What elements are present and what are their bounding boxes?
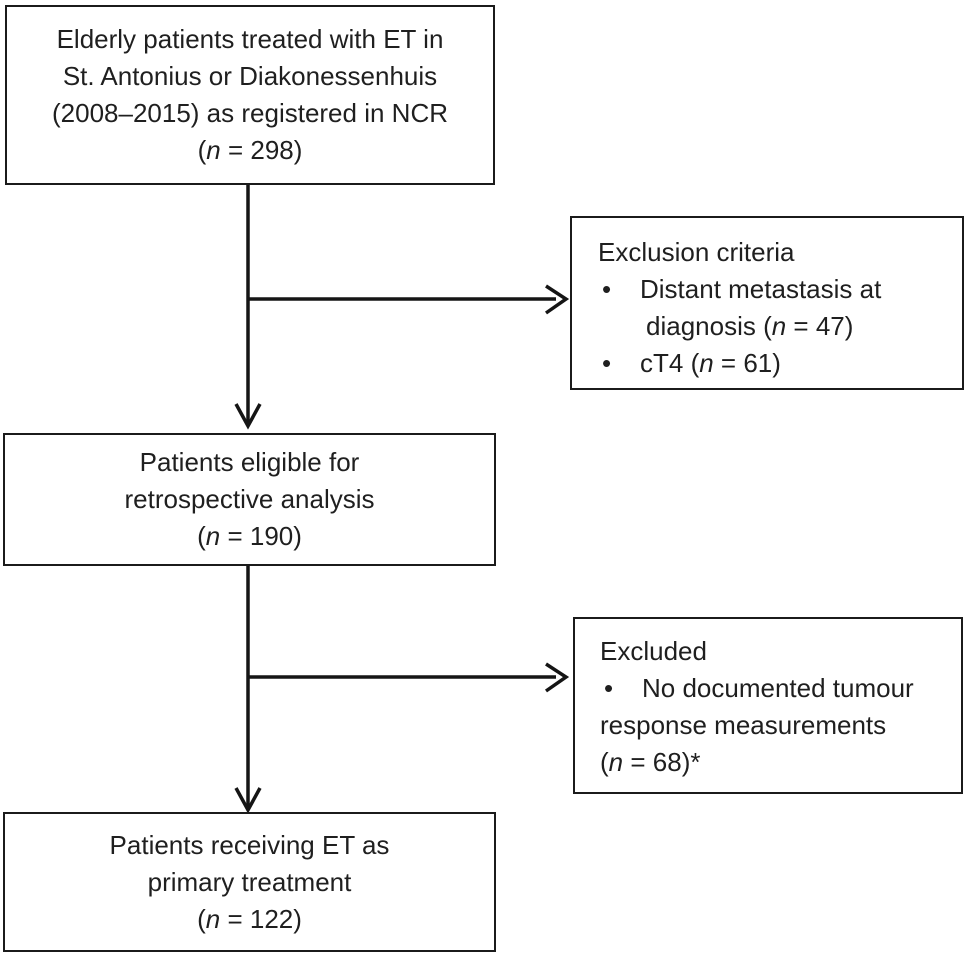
count-open: ( xyxy=(197,521,206,551)
arrowhead-right-exclusion2 xyxy=(544,662,570,693)
exclusion-item-metastasis: • Distant metastasis at xyxy=(598,271,954,308)
arrowhead-down-eligible-to-final xyxy=(234,787,262,814)
final-line-1: Patients receiving ET as xyxy=(109,829,390,860)
exclusion-item-metastasis-text: Distant metastasis at xyxy=(640,274,882,304)
count-n-symbol: n xyxy=(771,311,787,341)
count-n-symbol: n xyxy=(205,521,221,551)
excluded-item-text-line-1: No documented tumour xyxy=(642,673,914,703)
box-initial-cohort: Elderly patients treated with ET in St. … xyxy=(5,5,495,185)
exclusion-item-ct4-text: cT4 (n = 61) xyxy=(640,348,781,378)
count-n-symbol: n xyxy=(699,348,714,378)
bullet-icon: • xyxy=(602,274,612,304)
box-exclusion-criteria: Exclusion criteria • Distant metastasis a… xyxy=(570,216,964,390)
arrowhead-right-exclusion1 xyxy=(544,284,570,315)
count-open: cT4 ( xyxy=(640,348,700,378)
count-n-symbol: n xyxy=(205,903,221,934)
initial-cohort-line-1: Elderly patients treated with ET in xyxy=(56,24,444,54)
exclusion-criteria-title: Exclusion criteria xyxy=(598,237,795,267)
box-eligible-patients: Patients eligible for retrospective anal… xyxy=(3,433,496,566)
count-value: = 190) xyxy=(220,521,302,551)
excluded-item-tumour-response: • No documented tumour xyxy=(600,670,961,707)
final-count: (n = 122) xyxy=(197,901,302,938)
count-open: ( xyxy=(197,903,206,934)
excluded-title: Excluded xyxy=(600,636,707,666)
bullet-icon: • xyxy=(602,348,612,378)
box-final-cohort: Patients receiving ET as primary treatme… xyxy=(3,812,496,952)
count-n-symbol: n xyxy=(206,135,221,165)
initial-cohort-line-3: (2008–2015) as registered in NCR xyxy=(52,98,448,128)
count-value: = 47) xyxy=(786,311,854,341)
excluded-count: (n = 68)* xyxy=(600,744,961,781)
count-value: = 61) xyxy=(713,348,781,378)
arrowhead-down-initial-to-eligible xyxy=(234,403,262,430)
excluded-item-text-line-2: response measurements xyxy=(600,710,887,740)
count-value: = 68)* xyxy=(623,747,701,777)
exclusion-item-ct4: • cT4 (n = 61) xyxy=(598,345,954,382)
count-n-symbol: n xyxy=(608,747,624,777)
box-excluded-no-response: Excluded • No documented tumour response … xyxy=(573,617,963,794)
count-open: ( xyxy=(197,135,207,165)
count-open: diagnosis ( xyxy=(646,311,772,341)
count-value: = 122) xyxy=(220,903,302,934)
count-value: = 298) xyxy=(220,135,303,165)
bullet-icon: • xyxy=(604,673,614,703)
eligible-line-2: retrospective analysis xyxy=(124,484,375,514)
initial-cohort-count: (n = 298) xyxy=(198,132,303,169)
count-open: ( xyxy=(600,747,609,777)
eligible-count: (n = 190) xyxy=(197,518,302,555)
initial-cohort-line-2: St. Antonius or Diakonessenhuis xyxy=(62,61,438,91)
final-line-2: primary treatment xyxy=(147,866,352,897)
exclusion-item-metastasis-wrap: diagnosis (n = 47) xyxy=(646,308,954,345)
eligible-line-1: Patients eligible for xyxy=(139,447,360,477)
